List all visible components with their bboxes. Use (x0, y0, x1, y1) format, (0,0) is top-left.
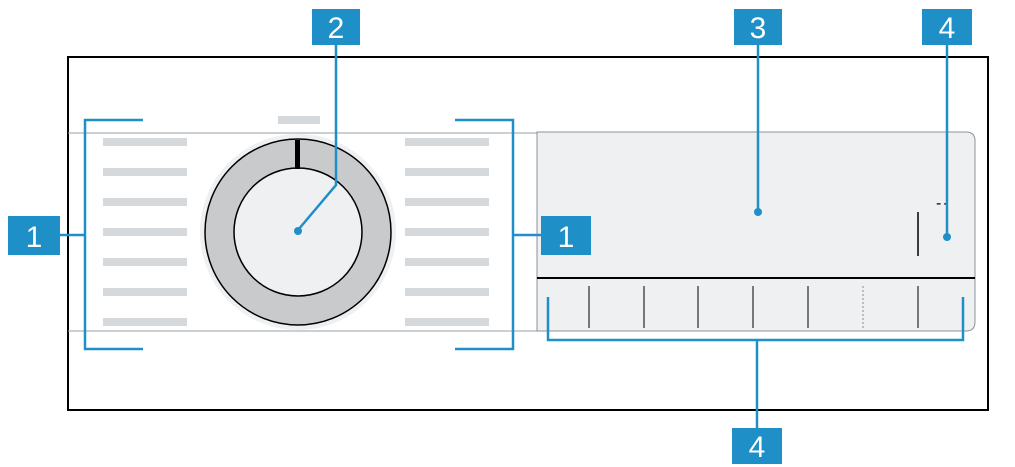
left-program-labels (103, 138, 187, 326)
right-label-bar (405, 168, 489, 176)
callout-3: 3 (734, 9, 782, 45)
dial-dot (294, 227, 302, 235)
right-label-bar (405, 258, 489, 266)
right-label-bar (405, 228, 489, 236)
right-label-bar (405, 198, 489, 206)
display-indicator-text: -- (936, 195, 951, 212)
callout-leaders (60, 45, 965, 430)
dial-top-label (278, 116, 320, 124)
left-label-bar (103, 198, 187, 206)
left-label-bar (103, 258, 187, 266)
callout-1-left: 1 (8, 216, 60, 255)
left-label-bar (103, 318, 187, 326)
right-label-bar (405, 288, 489, 296)
svg-text:4: 4 (939, 12, 956, 45)
callout-4-top: 4 (922, 9, 972, 45)
right-label-bar (405, 318, 489, 326)
touch-buttons[interactable] (588, 286, 919, 328)
display-dot (754, 208, 762, 216)
left-label-bar (103, 228, 187, 236)
svg-text:2: 2 (328, 12, 345, 45)
buttons-bracket (546, 297, 965, 342)
display: -- (536, 131, 976, 332)
left-label-bar (103, 138, 187, 146)
svg-text:1: 1 (26, 221, 43, 254)
svg-text:1: 1 (558, 221, 575, 254)
svg-text:3: 3 (750, 12, 767, 45)
symbol-dot (943, 233, 951, 241)
dial-indicator-mark (295, 140, 300, 169)
left-label-bar (103, 288, 187, 296)
leader-dots (294, 208, 951, 241)
left-label-bar (103, 168, 187, 176)
callout-1-right: 1 (541, 216, 591, 255)
callout-2: 2 (312, 9, 360, 45)
display-panel (536, 131, 976, 332)
right-label-bar (405, 138, 489, 146)
callout-4-bottom: 4 (732, 428, 782, 464)
right-program-labels (405, 138, 489, 326)
svg-text:4: 4 (749, 431, 766, 464)
dial-leader (297, 45, 338, 231)
